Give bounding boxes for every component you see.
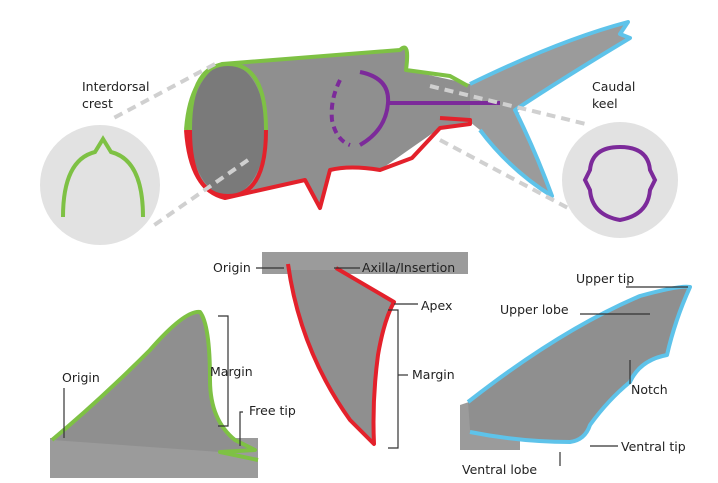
apex-label: Apex (421, 298, 452, 313)
caudal-keel-label-line1: Caudal (592, 79, 635, 94)
interdorsal-crest-label-line1: Interdorsal (82, 79, 150, 94)
caudal-keel-inset: Caudal keel (562, 79, 678, 238)
dorsal-margin-label: Margin (210, 364, 253, 379)
upper-tip-label: Upper tip (576, 271, 634, 286)
dorsal-origin-label: Origin (62, 370, 100, 385)
dorsal-fin-panel: Origin Margin Free tip (50, 312, 296, 478)
anal-margin-bracket (388, 310, 398, 448)
anal-fin-panel: Origin Axilla/Insertion Apex Margin (213, 252, 468, 448)
ventral-tip-label: Ventral tip (621, 439, 686, 454)
ventral-lobe-label: Ventral lobe (462, 462, 537, 477)
interdorsal-crest-label-line2: crest (82, 96, 113, 111)
anal-origin-label: Origin (213, 260, 251, 275)
notch-label: Notch (631, 382, 668, 397)
anal-margin-label: Margin (412, 367, 455, 382)
body-cross-section (190, 64, 266, 196)
shark-body-section (110, 22, 630, 228)
caudal-fin-panel: Upper tip Upper lobe Notch Ventral tip V… (460, 271, 690, 477)
caudal-keel-label-line2: keel (592, 96, 618, 111)
axilla-insertion-label: Axilla/Insertion (362, 260, 455, 275)
upper-lobe-label: Upper lobe (500, 302, 569, 317)
free-tip-label: Free tip (249, 403, 296, 418)
